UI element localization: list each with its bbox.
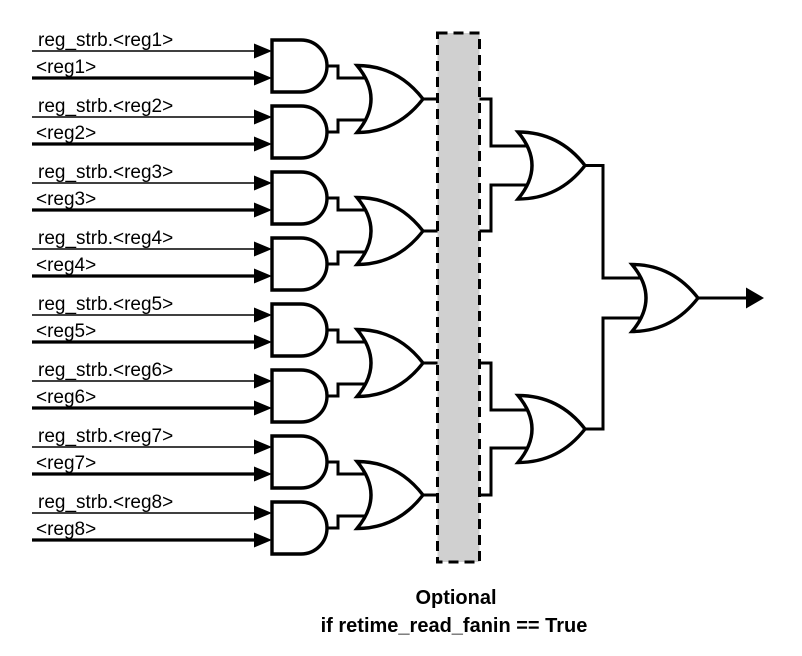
output-arrow-icon xyxy=(746,287,764,309)
input-label-reg-3: <reg3> xyxy=(36,189,96,210)
or-gates-stage1 xyxy=(353,63,426,531)
and-gate-2 xyxy=(270,104,329,160)
and-gate-4 xyxy=(270,236,329,292)
wire-and6-or3 xyxy=(327,382,368,398)
and-gates xyxy=(270,38,329,556)
input-label-strobe-4: reg_strb.<reg4> xyxy=(38,228,173,249)
input-label-strobe-7: reg_strb.<reg7> xyxy=(38,426,173,447)
wire-and1-or1 xyxy=(327,64,368,80)
arrowhead-strobe-8 xyxy=(254,505,272,521)
input-label-strobe-8: reg_strb.<reg8> xyxy=(38,492,173,513)
or2-to-final-wires xyxy=(585,164,644,431)
input-lines xyxy=(32,50,255,542)
wire-and4-or2 xyxy=(327,250,368,266)
input-label-reg-6: <reg6> xyxy=(36,387,96,408)
or-gate-2 xyxy=(353,195,426,267)
input-arrowheads xyxy=(254,43,272,548)
or-gates-stage2 xyxy=(514,130,588,465)
input-label-strobe-2: reg_strb.<reg2> xyxy=(38,96,173,117)
input-label-reg-2: <reg2> xyxy=(36,123,96,144)
arrowhead-reg-5 xyxy=(254,334,272,350)
arrowhead-strobe-7 xyxy=(254,439,272,455)
arrowhead-reg-3 xyxy=(254,202,272,218)
wire-and8-or4 xyxy=(327,514,368,530)
or-gate-5 xyxy=(514,130,588,201)
and-gate-5 xyxy=(270,302,329,358)
input-label-reg-1: <reg1> xyxy=(36,57,96,78)
input-label-strobe-5: reg_strb.<reg5> xyxy=(38,294,173,315)
or-gate-3 xyxy=(353,327,426,399)
input-labels: reg_strb.<reg1> <reg1> reg_strb.<reg2> <… xyxy=(36,30,173,540)
and-gate-6 xyxy=(270,368,329,424)
arrowhead-strobe-3 xyxy=(254,175,272,191)
arrowhead-reg-7 xyxy=(254,466,272,482)
wire-or6-or7 xyxy=(585,316,644,431)
or-gate-4 xyxy=(353,459,426,531)
arrowhead-reg-4 xyxy=(254,268,272,284)
wire-or5-or7 xyxy=(585,164,644,280)
and-gate-1 xyxy=(270,38,329,94)
arrowhead-reg-1 xyxy=(254,70,272,86)
input-label-strobe-1: reg_strb.<reg1> xyxy=(38,30,173,51)
arrowhead-reg-2 xyxy=(254,136,272,152)
arrowhead-strobe-1 xyxy=(254,43,272,59)
wire-and2-or1 xyxy=(327,118,368,134)
input-label-reg-5: <reg5> xyxy=(36,321,96,342)
arrowhead-strobe-4 xyxy=(254,241,272,257)
wire-and5-or3 xyxy=(327,328,368,344)
arrowhead-strobe-6 xyxy=(254,373,272,389)
and-gate-7 xyxy=(270,434,329,490)
arrowhead-reg-8 xyxy=(254,532,272,548)
or-gate-1 xyxy=(353,63,426,135)
or-gate-6 xyxy=(514,393,588,465)
or-gate-final xyxy=(628,262,701,334)
arrowhead-reg-6 xyxy=(254,400,272,416)
input-label-strobe-6: reg_strb.<reg6> xyxy=(38,360,173,381)
optional-retime-region xyxy=(436,31,481,564)
input-label-reg-4: <reg4> xyxy=(36,255,96,276)
and-gate-3 xyxy=(270,170,329,226)
optional-caption-line1: Optional xyxy=(415,587,496,609)
input-label-reg-7: <reg7> xyxy=(36,453,96,474)
optional-caption-line2: if retime_read_fanin == True xyxy=(321,615,588,637)
wire-and7-or4 xyxy=(327,460,368,476)
input-label-strobe-3: reg_strb.<reg3> xyxy=(38,162,173,183)
arrowhead-strobe-2 xyxy=(254,109,272,125)
input-label-reg-8: <reg8> xyxy=(36,519,96,540)
and-to-or-wires xyxy=(327,64,368,530)
and-gate-8 xyxy=(270,500,329,556)
wire-and3-or2 xyxy=(327,196,368,212)
arrowhead-strobe-5 xyxy=(254,307,272,323)
